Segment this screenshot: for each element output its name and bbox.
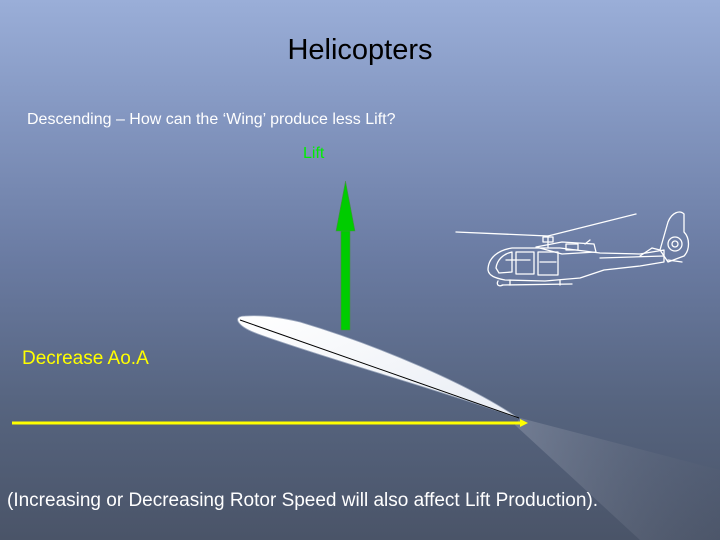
airflow-line — [12, 419, 528, 427]
decrease-aoa-label: Decrease Ao.A — [22, 348, 149, 369]
lift-arrow — [335, 180, 356, 331]
slide-title: Helicopters — [287, 34, 433, 66]
slide-subtitle: Descending – How can the ‘Wing’ produce … — [27, 111, 396, 128]
rotor-speed-footnote: (Increasing or Decreasing Rotor Speed wi… — [7, 490, 599, 511]
lift-label: Lift — [303, 145, 325, 162]
helicopter-line-drawing-icon — [455, 211, 690, 287]
rotor-beam-shadow — [515, 418, 720, 540]
airfoil-chord-line — [239, 319, 520, 419]
